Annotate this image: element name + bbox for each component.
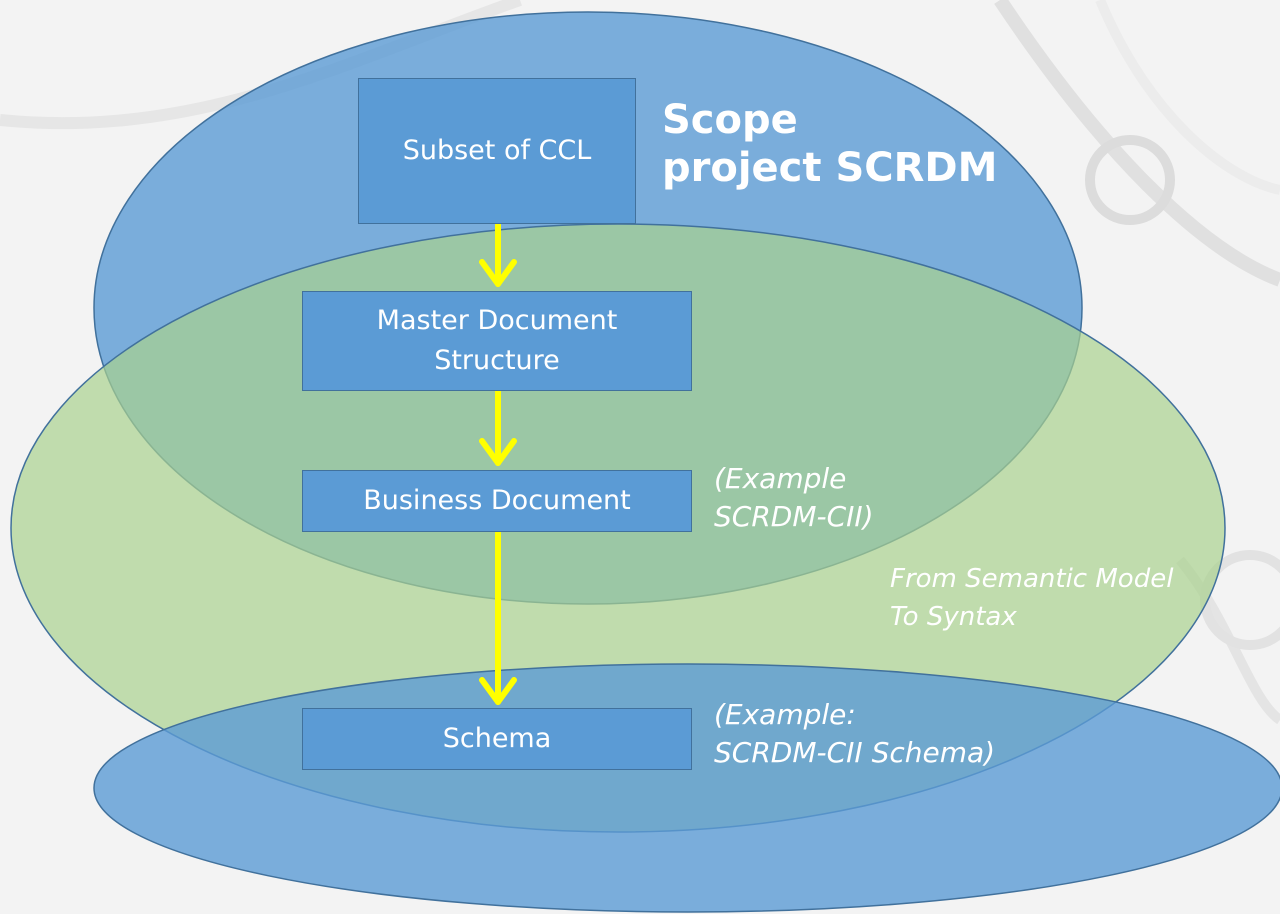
business-document-label: Business Document [363,485,631,516]
schema-box: Schema [302,708,692,770]
example-cii-note-line1: (Example [714,462,847,495]
scope-title: Scope project SCRDM [662,96,997,192]
example-schema-note: (Example: SCRDM-CII Schema) [714,696,995,772]
subset-of-ccl-label: Subset of CCL [402,135,592,166]
semantic-to-syntax-line1: From Semantic Model [890,564,1174,594]
arrow-business-to-schema [479,529,517,705]
master-document-label-line1: Master Document [376,305,618,336]
semantic-to-syntax-line2: To Syntax [890,602,1017,632]
arrow-master-to-business [479,388,517,466]
master-document-label-line2: Structure [434,345,560,376]
scope-title-line1: Scope [662,97,798,143]
example-cii-note: (Example SCRDM-CII) [714,460,874,536]
arrow-subset-to-master [479,221,517,287]
business-document-box: Business Document [302,470,692,532]
example-cii-note-line2: SCRDM-CII) [714,500,874,533]
subset-of-ccl-box: Subset of CCL [358,78,636,224]
schema-label: Schema [442,723,552,754]
example-schema-note-line2: SCRDM-CII Schema) [714,736,996,769]
semantic-to-syntax-note: From Semantic Model To Syntax [890,560,1173,636]
example-schema-note-line1: (Example: [714,698,856,731]
scope-title-line2: project SCRDM [662,145,998,191]
master-document-structure-box: Master Document Structure [302,291,692,391]
